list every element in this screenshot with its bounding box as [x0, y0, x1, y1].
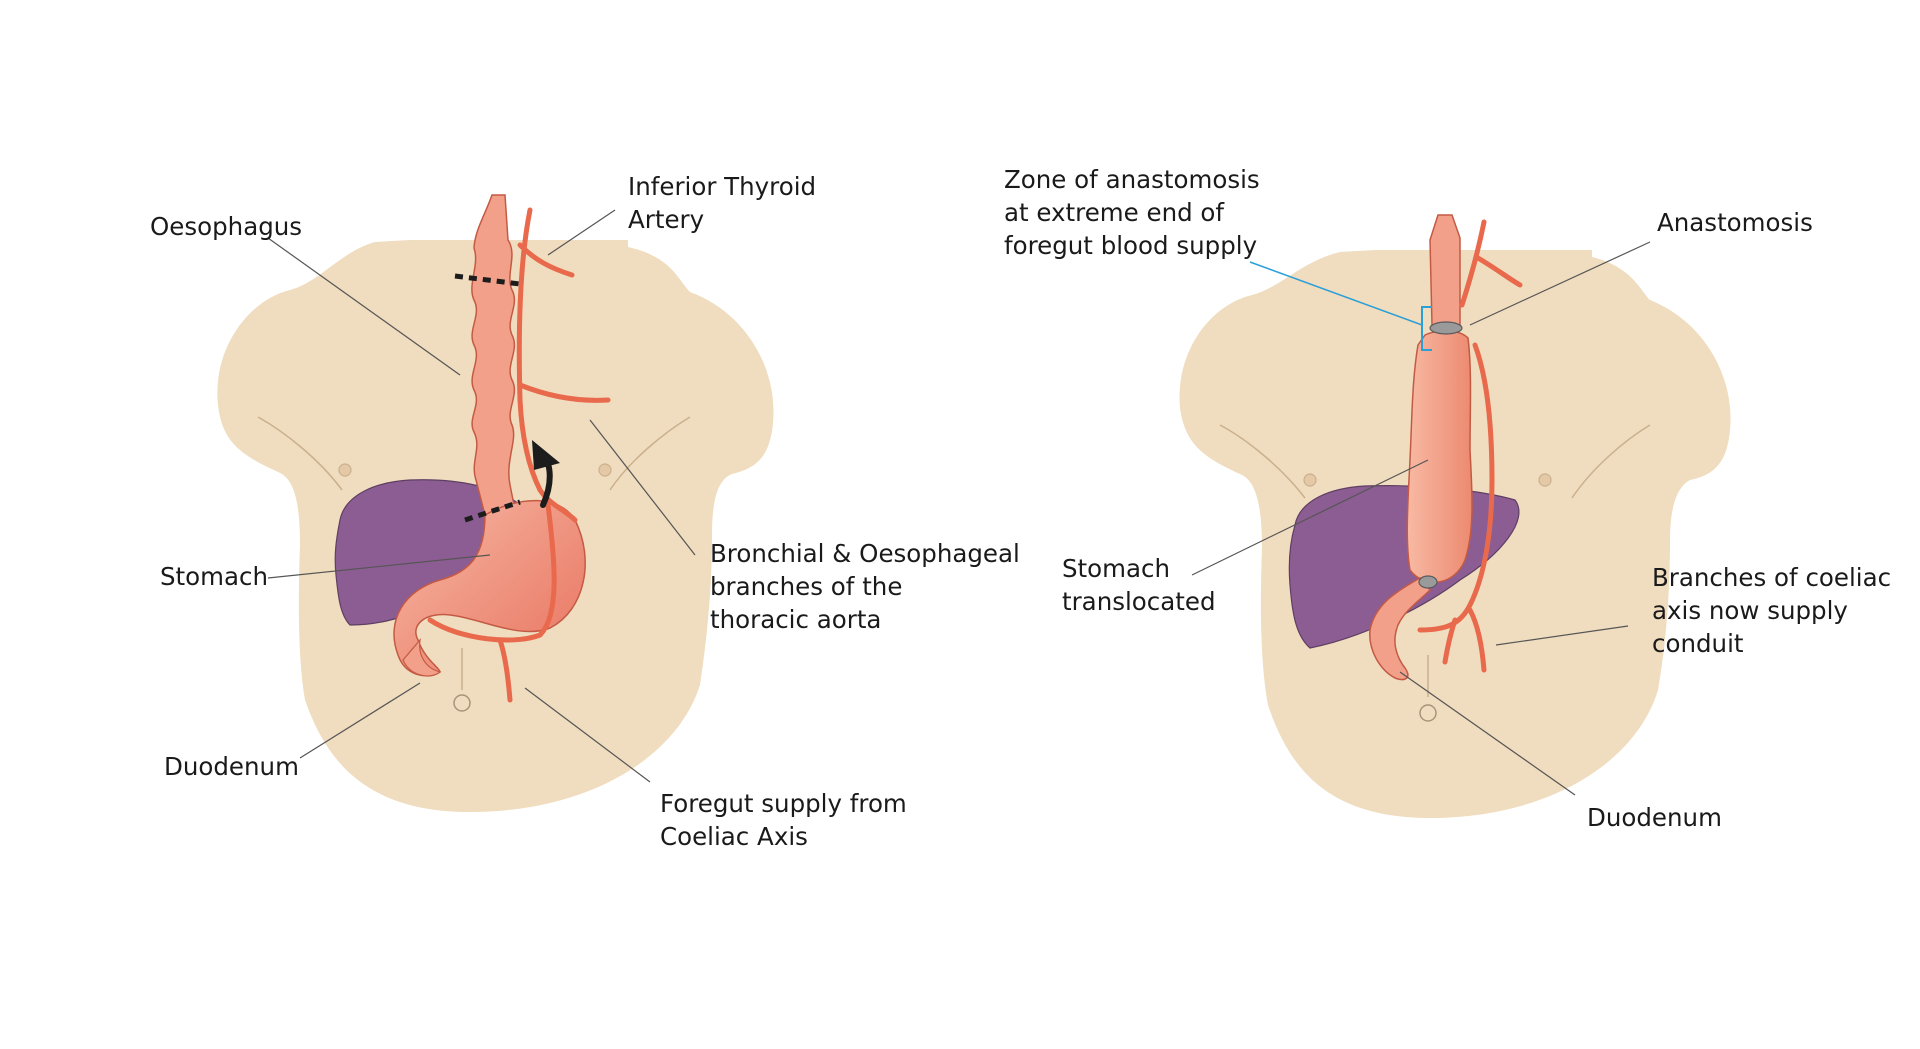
left-panel	[217, 195, 773, 812]
label-stomach-translocated: Stomach translocated	[1062, 552, 1216, 618]
label-foregut-supply: Foregut supply from Coeliac Axis	[660, 787, 907, 853]
left-oesophagus	[472, 195, 515, 515]
label-duodenum-right: Duodenum	[1587, 801, 1722, 834]
right-nipple-left	[1304, 474, 1316, 486]
label-duodenum-left: Duodenum	[164, 750, 299, 783]
right-anastomosis-ring	[1430, 322, 1462, 334]
label-oesophagus: Oesophagus	[150, 210, 302, 243]
left-nipple-left	[339, 464, 351, 476]
left-nipple-right	[599, 464, 611, 476]
right-nipple-right	[1539, 474, 1551, 486]
right-panel	[1180, 215, 1731, 818]
label-zone-of-anastomosis: Zone of anastomosis at extreme end of fo…	[1004, 163, 1260, 262]
right-stomach-conduit	[1407, 331, 1472, 583]
label-inferior-thyroid-artery: Inferior Thyroid Artery	[628, 170, 816, 236]
label-branches-of-coeliac: Branches of coeliac axis now supply cond…	[1652, 561, 1891, 660]
label-stomach: Stomach	[160, 560, 268, 593]
label-anastomosis: Anastomosis	[1657, 206, 1813, 239]
right-oesophagus-stump	[1430, 215, 1460, 325]
right-pylorus-ring	[1419, 576, 1437, 588]
label-bronchial-oesophageal: Bronchial & Oesophageal branches of the …	[710, 537, 1020, 636]
